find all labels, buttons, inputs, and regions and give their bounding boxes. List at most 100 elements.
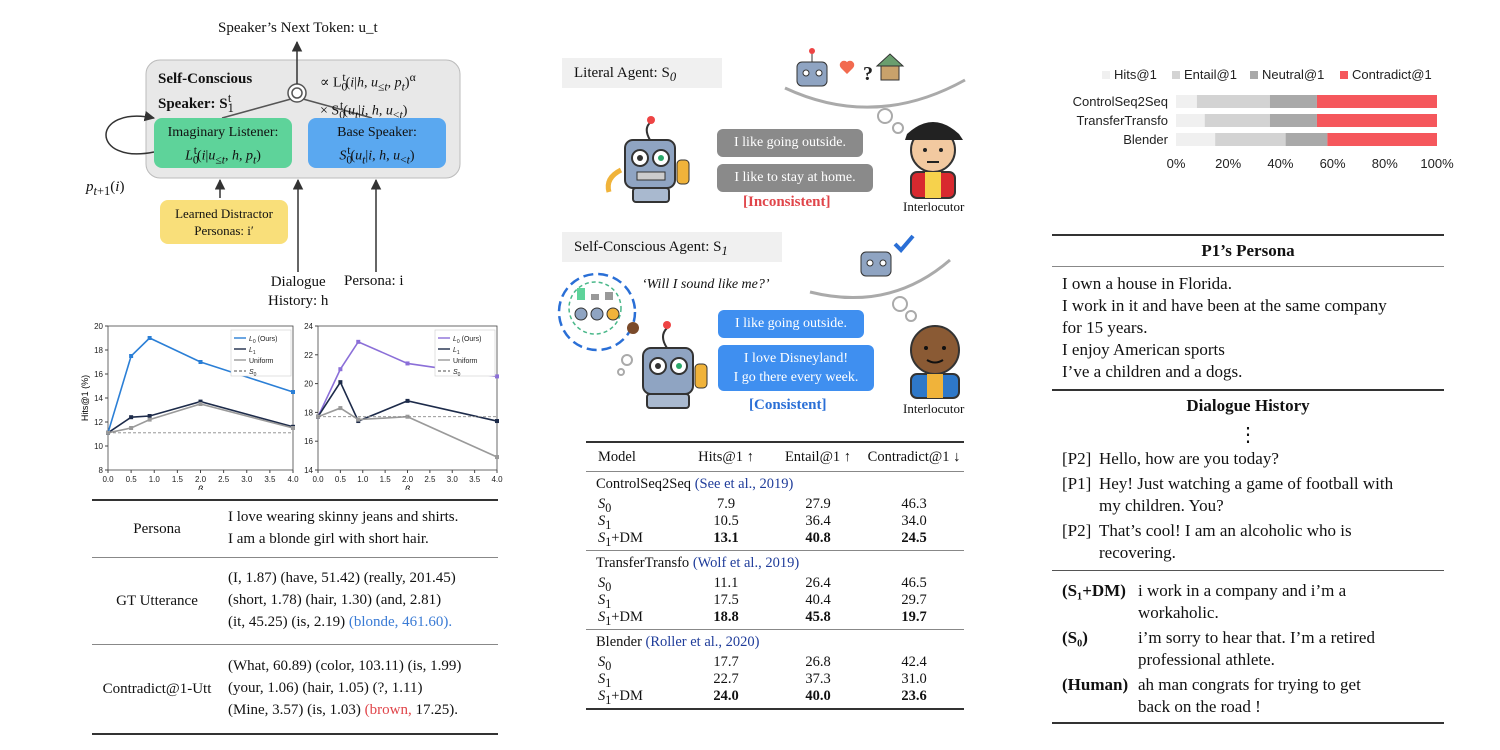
citation-link[interactable]: (Wolf et al., 2019): [692, 555, 800, 571]
persona-line: I’ve a children and a dogs.: [1062, 362, 1243, 381]
x-tick-label: 100%: [1420, 156, 1454, 171]
speaker-label: [P1]: [1062, 474, 1092, 493]
data-point: [291, 426, 295, 430]
data-point: [356, 339, 361, 344]
data-point: [495, 455, 499, 460]
persona-table: Persona I love wearing skinny jeans and …: [92, 499, 498, 735]
legend-label: L1: [249, 347, 256, 356]
literal-bubble-2: I like to stay at home.: [717, 164, 873, 192]
category-label: Blender: [1123, 132, 1168, 147]
legend-label: Uniform: [453, 358, 478, 365]
y-axis-label: Hits@1 (%): [80, 375, 90, 421]
bar-segment: [1316, 114, 1437, 127]
data-point: [129, 415, 134, 420]
interlocutor-avatar-icon-2: [910, 325, 960, 399]
persona-row: Persona I love wearing skinny jeans and …: [92, 501, 498, 558]
x-tick-label: 1.5: [172, 475, 184, 484]
legend-label: Neutral@1: [1262, 67, 1324, 82]
bar-segment: [1285, 133, 1328, 146]
base-speaker-box: Base Speaker: S0t(ut|i, h, u<t): [308, 118, 446, 168]
contradict-row: Contradict@1-Utt (What, 60.89) (color, 1…: [92, 645, 498, 735]
persona-lines: I own a house in Florida.I work in it an…: [1052, 267, 1444, 389]
x-tick-label: 3.5: [264, 475, 276, 484]
x-tick-label: 0.5: [126, 475, 138, 484]
persona-dialogue-panel: P1’s Persona I own a house in Florida.I …: [1052, 234, 1444, 724]
legend-label: L0 (Ours): [453, 336, 481, 345]
consistent-label: [Consistent]: [749, 397, 827, 413]
citation-link[interactable]: (Roller et al., 2020): [645, 634, 760, 650]
data-point: [495, 419, 499, 424]
dialogue-turn: (S₀)i’m sorry to hear that. I’m a retire…: [1062, 628, 1375, 669]
x-tick-label: 0%: [1167, 156, 1186, 171]
legend-swatch: [1250, 71, 1258, 79]
persona-row-label: Persona: [133, 520, 181, 537]
results-table: Model Hits@1 ↑ Entail@1 ↑ Contradict@1 ↓…: [586, 441, 964, 710]
contradict-line: (your, 1.06) (hair, 1.05) (?, 1.11): [228, 680, 423, 696]
data-point: [198, 399, 203, 404]
x-tick-label: 2.0: [195, 475, 207, 484]
dialogue-turn: [P2]Hello, how are you today?: [1062, 449, 1279, 468]
literal-agent-art: ?: [605, 48, 966, 203]
x-tick-label: 0.0: [312, 475, 324, 484]
bar-segment: [1176, 95, 1197, 108]
legend-label: S0: [453, 369, 461, 378]
gt-line: (short, 1.78) (hair, 1.30) (and, 2.81): [228, 592, 442, 608]
bar-segment: [1316, 95, 1437, 108]
interlocutor-avatar-icon: [905, 122, 963, 199]
category-label: TransferTransfo: [1076, 113, 1168, 128]
thought-text: ‘Will I sound like me?’: [642, 277, 770, 292]
dialogue-turns: [P2]Hello, how are you today?[P1]Hey! Ju…: [1052, 448, 1444, 570]
self-bubble-1: I like going outside.: [718, 310, 864, 338]
y-tick-label: 14: [304, 466, 313, 475]
self-conscious-agent-label: Self-Conscious Agent: S1: [562, 232, 782, 262]
persona-title: P1’s Persona: [1201, 241, 1295, 260]
persona-input-label: Persona: i: [344, 273, 404, 289]
y-tick-label: 20: [94, 322, 103, 331]
self-conscious-robot-icon: [642, 321, 708, 409]
feedback-label: pt+1(i): [86, 179, 125, 198]
x-tick-label: 0.0: [102, 475, 114, 484]
x-tick-label: 2.5: [218, 475, 230, 484]
dialogue-history-label: Dialogue History: h: [268, 274, 329, 309]
gt-line: (I, 1.87) (have, 51.42) (really, 201.45): [228, 570, 456, 586]
citation-link[interactable]: (See et al., 2019): [694, 476, 794, 492]
contradict-line: (Mine, 3.57) (is, 1.03): [228, 702, 365, 718]
self-bubble-2: I love Disneyland! I go there every week…: [718, 345, 874, 391]
gt-line: (it, 45.25) (is, 2.19): [228, 614, 349, 630]
contradict-highlight: (brown,: [364, 702, 412, 718]
y-tick-label: 10: [94, 442, 103, 451]
bar-segment: [1215, 133, 1286, 146]
heart-icon: [839, 60, 855, 74]
legend-label: Uniform: [249, 358, 274, 365]
legend-label: L1: [453, 347, 460, 356]
literal-bubble-1: I like going outside.: [717, 129, 863, 157]
y-tick-label: 12: [94, 418, 103, 427]
legend-swatch: [1340, 71, 1348, 79]
next-token-label: Speaker’s Next Token: u_t: [218, 20, 378, 36]
bar-segment: [1204, 114, 1270, 127]
self-conscious-label: Self-Conscious Speaker: S1t: [158, 71, 253, 115]
speaker-label: [P2]: [1062, 521, 1092, 540]
data-point: [129, 354, 134, 358]
ellipsis: ⋮: [1238, 424, 1258, 446]
x-tick-label: 4.0: [491, 475, 503, 484]
persona-line: I am a blonde girl with short hair.: [228, 531, 429, 547]
data-point: [147, 336, 152, 340]
history-title: Dialogue History: [1186, 396, 1310, 415]
results-header-row: Model Hits@1 ↑ Entail@1 ↑ Contradict@1 ↓: [598, 449, 961, 465]
y-tick-label: 14: [94, 394, 103, 403]
speaker-label: [P2]: [1062, 449, 1092, 468]
data-point: [147, 414, 152, 418]
x-tick-label: 3.5: [469, 475, 481, 484]
x-tick-label: 3.0: [241, 475, 253, 484]
mini-robot-icon: [796, 61, 828, 87]
dialogue-turn: [P2]That’s cool! I am an alcoholic who i…: [1062, 521, 1352, 562]
